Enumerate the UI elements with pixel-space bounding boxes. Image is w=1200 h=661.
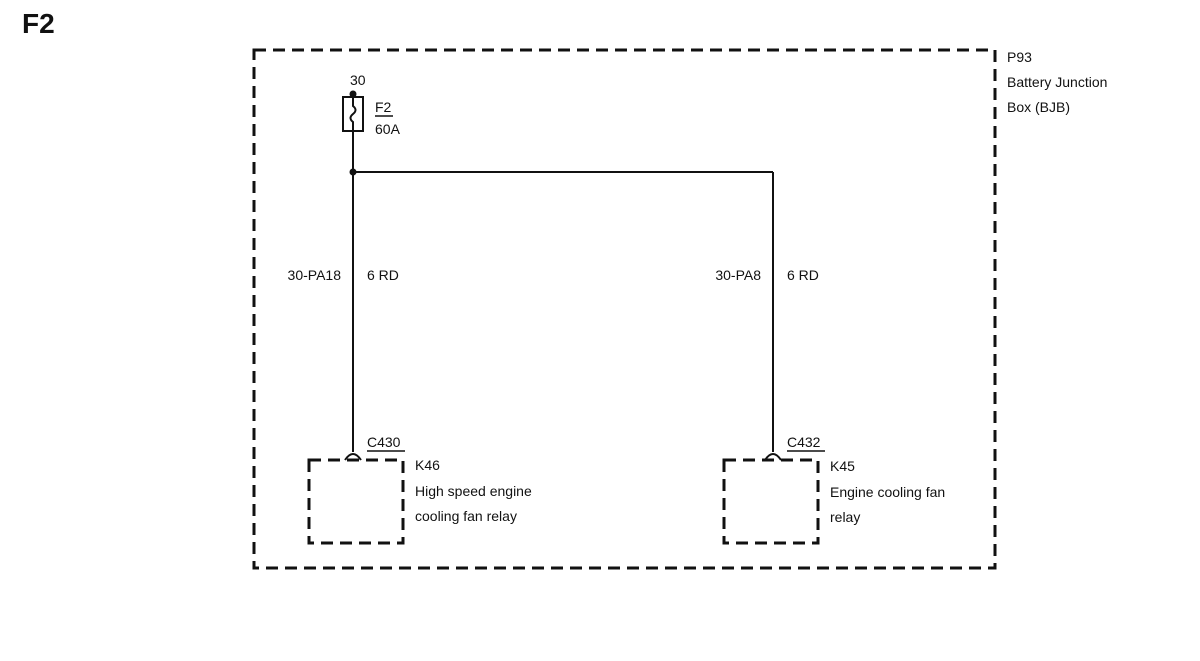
component-desc-line1: Engine cooling fan: [830, 484, 945, 500]
relay-k45-box: [722, 458, 820, 545]
connector-id: C430: [367, 434, 401, 450]
component-id: K46: [415, 457, 440, 473]
junction-box-id: P93: [1007, 49, 1032, 65]
component-desc-line2: relay: [830, 509, 860, 525]
junction-box-name-line2: Box (BJB): [1007, 99, 1070, 115]
fuse-rating: 60A: [375, 121, 401, 137]
fuse-terminal-dot: [349, 90, 357, 98]
connector-c430-symbol: [344, 453, 362, 461]
component-desc-line2: cooling fan relay: [415, 508, 517, 524]
wire-circuit-label: 30-PA8: [715, 267, 761, 283]
wire-circuit-label: 30-PA18: [288, 267, 342, 283]
fuse-terminal-label: 30: [350, 72, 366, 88]
component-desc-line1: High speed engine: [415, 483, 532, 499]
connector-c432-symbol: [764, 453, 782, 461]
fuse-id: F2: [375, 99, 392, 115]
fuse-element: [349, 97, 357, 131]
relay-k46-box: [307, 458, 405, 545]
component-id: K45: [830, 458, 855, 474]
wire-spec-label: 6 RD: [367, 267, 399, 283]
junction-box-name-line1: Battery Junction: [1007, 74, 1107, 90]
page-label: F2: [22, 8, 55, 39]
connector-id: C432: [787, 434, 821, 450]
junction-box-outline: [252, 48, 997, 570]
wire-spec-label: 6 RD: [787, 267, 819, 283]
